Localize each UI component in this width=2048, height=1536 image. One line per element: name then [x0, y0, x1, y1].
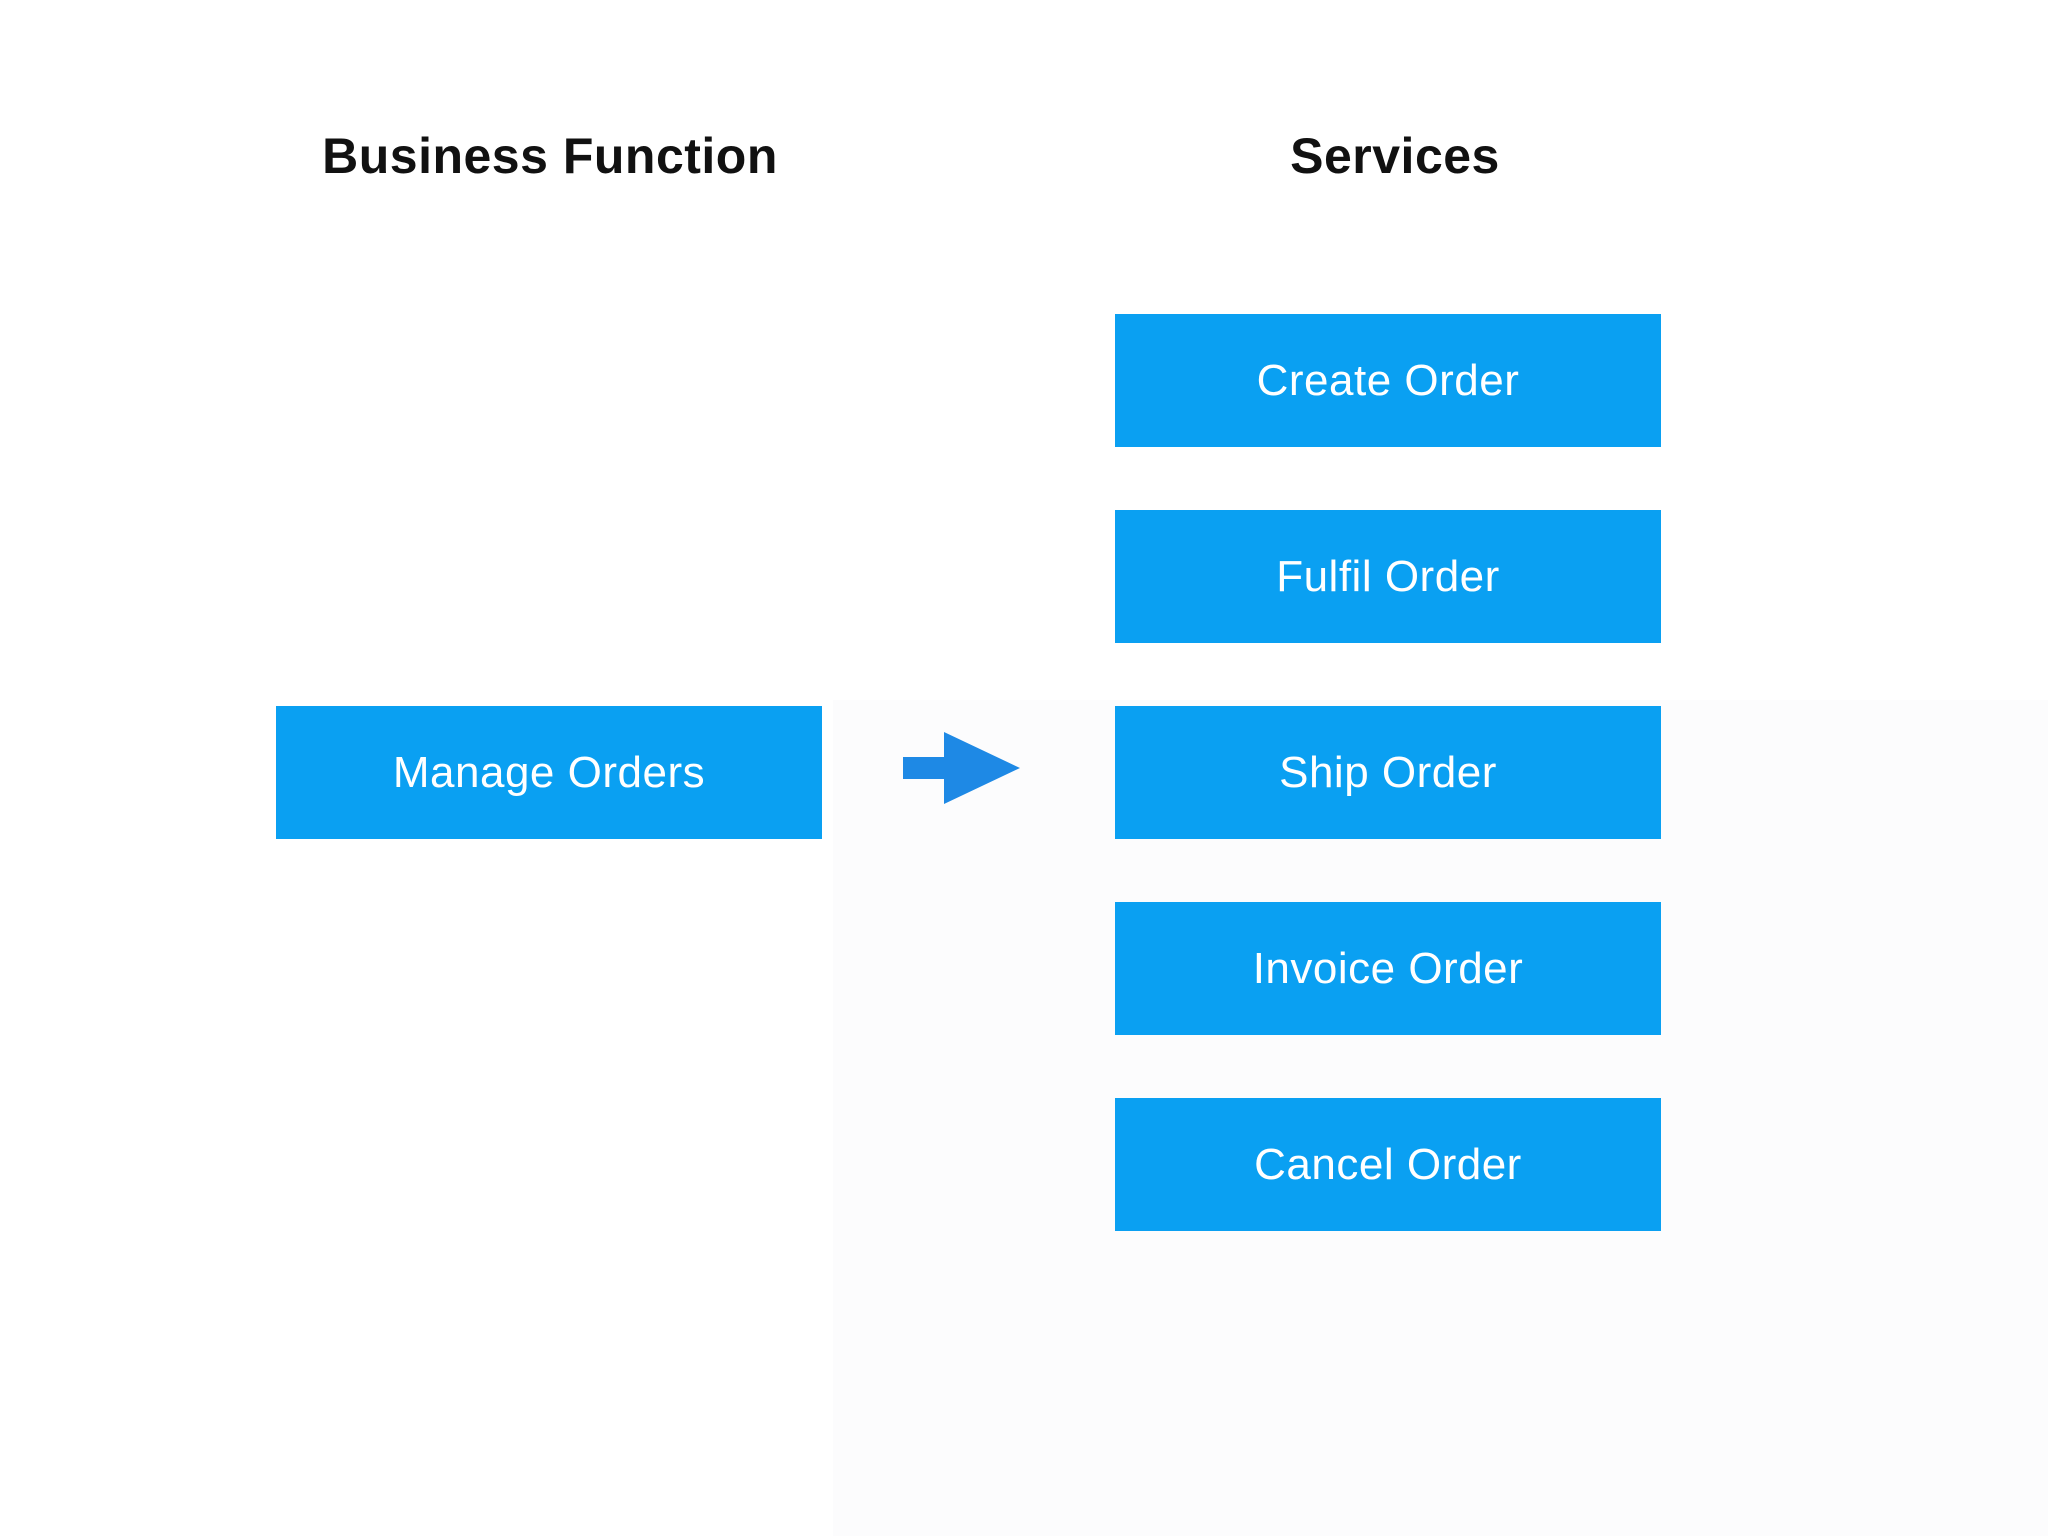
node-label: Invoice Order [1252, 943, 1524, 993]
node-fulfil-order: Fulfil Order [1115, 510, 1661, 643]
column-heading-services: Services [1290, 128, 1500, 184]
node-label: Fulfil Order [1276, 551, 1500, 601]
node-cancel-order: Cancel Order [1115, 1098, 1661, 1231]
node-invoice-order: Invoice Order [1115, 902, 1661, 1035]
node-label: Manage Orders [392, 747, 706, 797]
node-label: Ship Order [1279, 747, 1497, 797]
node-ship-order: Ship Order [1115, 706, 1661, 839]
right-arrow-icon [903, 732, 1020, 804]
column-heading-business-function: Business Function [322, 128, 778, 184]
node-label: Create Order [1256, 355, 1520, 405]
node-manage-orders: Manage Orders [276, 706, 822, 839]
node-label: Cancel Order [1254, 1139, 1522, 1189]
node-create-order: Create Order [1115, 314, 1661, 447]
